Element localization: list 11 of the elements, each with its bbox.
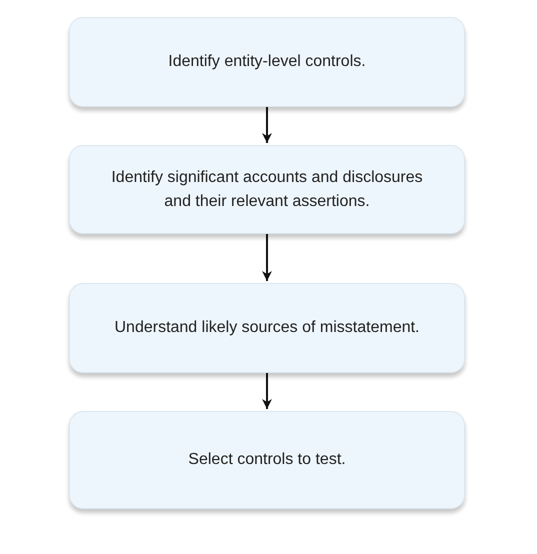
arrow bbox=[262, 107, 272, 143]
process-box bbox=[69, 17, 465, 107]
process-box bbox=[69, 411, 465, 509]
step-text: Understand likely sources of misstatement. bbox=[114, 318, 420, 338]
process-box bbox=[69, 283, 465, 373]
arrow bbox=[262, 373, 272, 409]
step-text: Identify entity-level controls. bbox=[168, 52, 366, 72]
step-text: Identify significant accounts and disclosures and their relevant assertions. bbox=[110, 168, 424, 212]
step-text: Select controls to test. bbox=[188, 450, 346, 470]
arrow bbox=[262, 234, 272, 281]
process-box bbox=[69, 145, 465, 234]
